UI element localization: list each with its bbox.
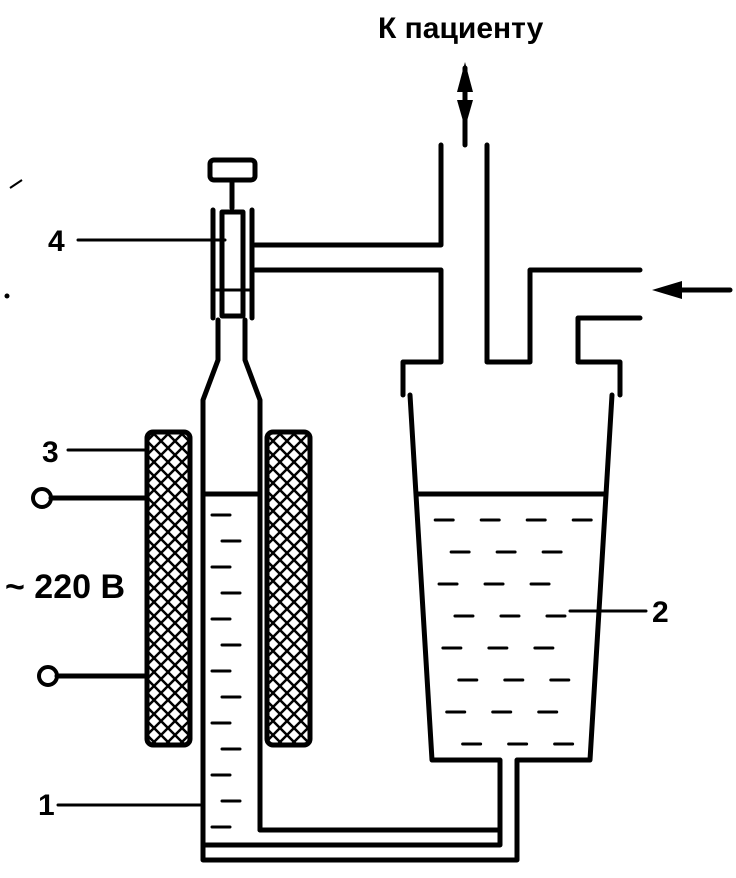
- stray-dot: [4, 293, 10, 299]
- stray-mark: [9, 179, 23, 189]
- svg-text:3: 3: [42, 436, 59, 469]
- arrow-up-to-patient: [457, 62, 473, 148]
- svg-text:2: 2: [652, 596, 669, 629]
- heater-coil-left: [144, 429, 193, 748]
- label-2: 2: [568, 596, 669, 629]
- label-4: 4: [48, 225, 227, 258]
- tube-1: [200, 317, 503, 848]
- title-to-patient: К пациенту: [378, 12, 544, 45]
- terminal-bottom: [37, 665, 150, 687]
- arrow-inlet: [652, 281, 733, 299]
- reservoir-vessel-2: [200, 392, 615, 863]
- valve-4: [207, 157, 258, 321]
- svg-text:4: 4: [48, 225, 65, 258]
- voltage-label: ~ 220 В: [5, 568, 125, 606]
- heater-coil-right: [264, 429, 313, 748]
- terminal-top: [31, 487, 150, 509]
- svg-text:1: 1: [38, 789, 55, 822]
- label-1: 1: [38, 789, 202, 822]
- label-3: 3: [42, 436, 149, 469]
- outlet-tube: [252, 142, 643, 398]
